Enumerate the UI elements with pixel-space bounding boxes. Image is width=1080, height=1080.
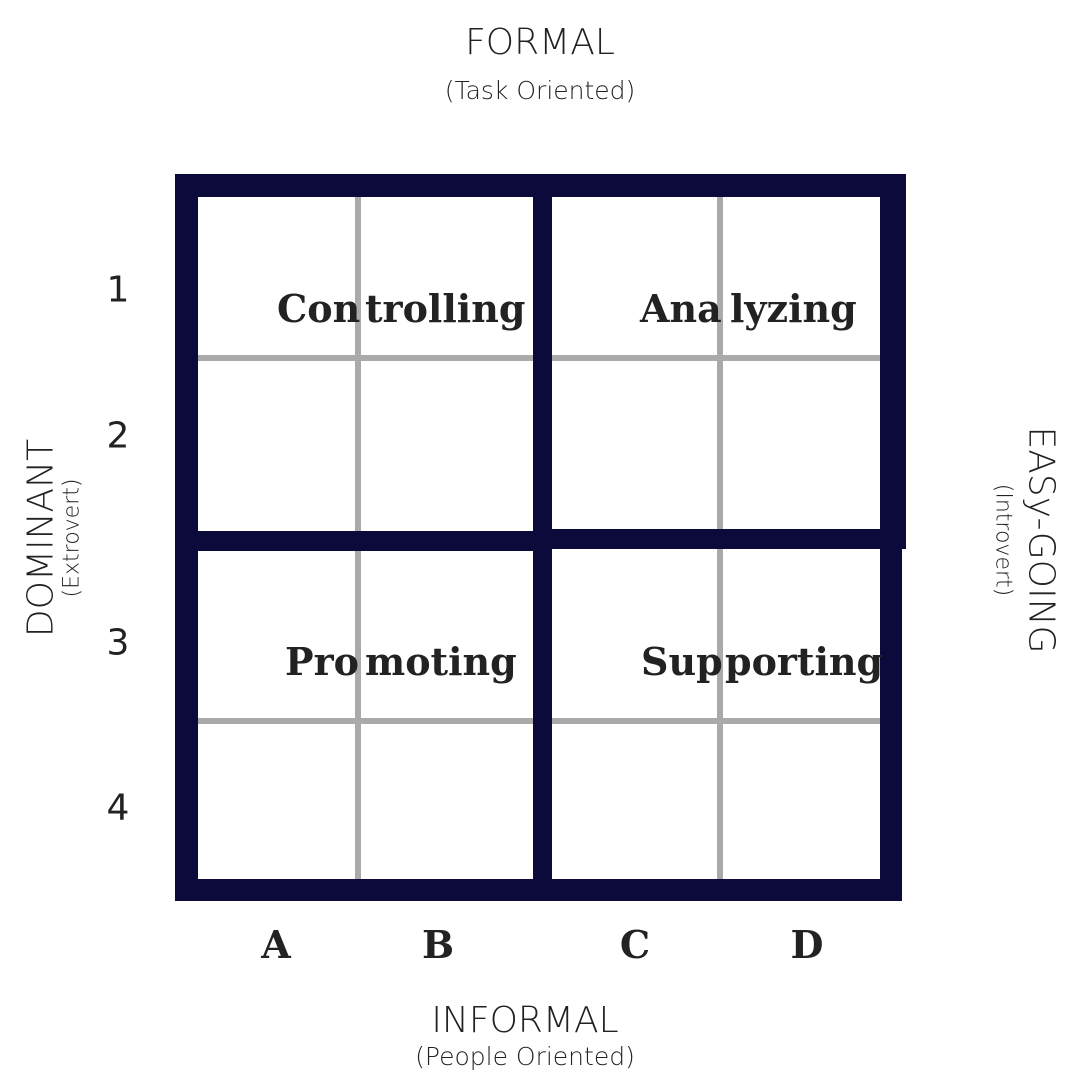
frame-center-horizontal-right bbox=[533, 529, 906, 549]
bottom-axis-title: INFORMAL bbox=[431, 1000, 619, 1041]
frame-right-lower bbox=[880, 536, 902, 901]
quadrant-label-promoting-part2: moting bbox=[365, 639, 517, 684]
top-axis-subtitle: (Task Oriented) bbox=[444, 76, 636, 105]
quadrant-label-analyzing-part1: Ana bbox=[640, 286, 722, 331]
quadrant-label-supporting-part2: porting bbox=[725, 639, 884, 684]
column-label-a: A bbox=[261, 922, 291, 967]
top-axis-title-text: FORMAL bbox=[465, 22, 615, 63]
bottom-axis-subtitle: (People Oriented) bbox=[415, 1042, 635, 1071]
quadrant-frame bbox=[175, 174, 906, 901]
column-label-c: C bbox=[619, 922, 651, 967]
row-label-4: 4 bbox=[106, 787, 130, 829]
frame-right-upper bbox=[880, 174, 906, 540]
quadrant-label-supporting-part1: Sup bbox=[641, 639, 723, 684]
quadrant-label-controlling-part1: Con bbox=[277, 286, 361, 331]
row-label-3: 3 bbox=[106, 622, 130, 664]
quadrant-label-analyzing-part2: lyzing bbox=[730, 286, 857, 331]
column-label-d: D bbox=[790, 922, 824, 967]
top-axis-title: FORMAL bbox=[0, 22, 1080, 63]
row-label-2: 2 bbox=[106, 415, 130, 457]
quadrant-label-controlling-part2: trolling bbox=[365, 286, 526, 331]
frame-center-horizontal-left bbox=[175, 531, 552, 551]
row-label-1: 1 bbox=[106, 269, 130, 311]
quadrant-label-promoting-part1: Pro bbox=[285, 639, 359, 684]
column-label-b: B bbox=[421, 922, 455, 967]
